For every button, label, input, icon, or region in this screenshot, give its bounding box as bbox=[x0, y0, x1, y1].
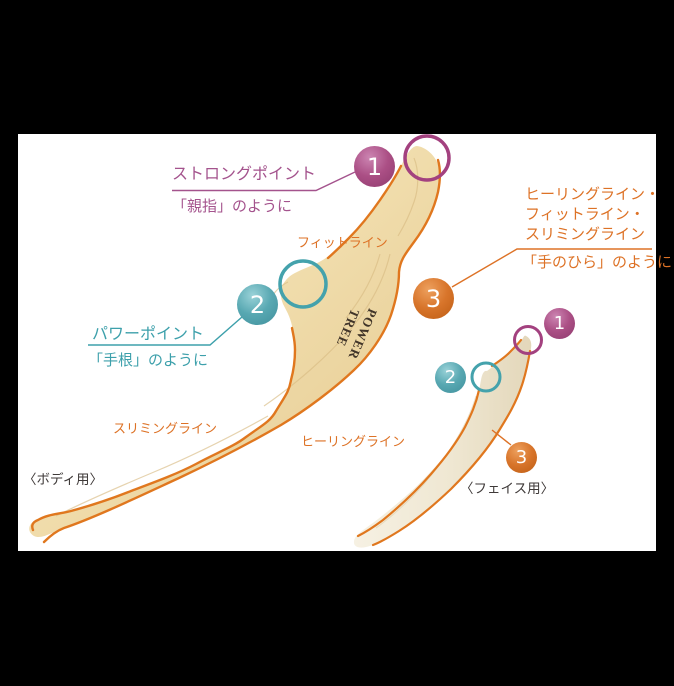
hand-lines-title-line1: ヒーリングライン・ bbox=[525, 185, 661, 203]
marker-3-body: 3 bbox=[413, 278, 454, 319]
strong-point-ring-face bbox=[513, 325, 543, 355]
wood-grain bbox=[375, 395, 477, 529]
marker-1-body: 1 bbox=[354, 146, 395, 187]
power-point-leader-line bbox=[88, 316, 243, 346]
hand-lines-title: ヒーリングライン・ フィットライン・ スリミングライン bbox=[525, 184, 660, 244]
strong-point-title: ストロングポイント bbox=[172, 164, 317, 183]
marker-1-number: 1 bbox=[366, 152, 383, 181]
marker-1-face: 1 bbox=[544, 308, 575, 339]
healing-line-label: ヒーリングライン bbox=[301, 435, 406, 450]
body-tool-caption: 〈ボディ用〉 bbox=[23, 472, 104, 488]
face-tool-caption: 〈フェイス用〉 bbox=[460, 481, 555, 497]
diagram-panel: POWER TREE 1 2 3 1 2 3 ストロングポイント 「親指」のよう… bbox=[18, 134, 672, 551]
power-point-ring-body bbox=[278, 259, 328, 309]
marker-3-number: 3 bbox=[425, 284, 442, 313]
fit-line-label: フィットライン bbox=[297, 236, 388, 251]
healing-line-stroke bbox=[42, 158, 442, 544]
face-tip-edge-stroke bbox=[490, 338, 523, 368]
strong-point-note: 「親指」のように bbox=[172, 197, 293, 215]
marker-2-number: 2 bbox=[249, 290, 266, 319]
face-tool-shape bbox=[353, 335, 532, 548]
marker-1-number: 1 bbox=[553, 313, 566, 334]
slimming-line-stroke bbox=[31, 326, 297, 532]
marker-2-body: 2 bbox=[237, 284, 278, 325]
wood-grain bbox=[55, 157, 419, 517]
marker-2-number: 2 bbox=[444, 367, 457, 388]
face-marker3-leader-line bbox=[491, 429, 512, 446]
face-right-edge-stroke bbox=[371, 349, 532, 547]
strong-point-ring-body bbox=[403, 134, 451, 182]
marker-3-face: 3 bbox=[506, 442, 537, 473]
power-point-note: 「手根」のように bbox=[88, 351, 209, 369]
fit-line-stroke bbox=[326, 164, 403, 260]
body-tool-shape bbox=[29, 146, 442, 544]
strong-point-leader-line bbox=[172, 171, 356, 192]
face-left-edge-stroke bbox=[356, 388, 481, 538]
marker-2-face: 2 bbox=[435, 362, 466, 393]
slimming-line-label: スリミングライン bbox=[113, 422, 218, 437]
hand-lines-leader-line bbox=[451, 248, 652, 288]
hand-lines-title-line2: フィットライン・ bbox=[525, 205, 645, 223]
tools-illustration bbox=[29, 134, 652, 548]
hand-lines-title-line3: スリミングライン bbox=[525, 225, 646, 243]
marker-3-number: 3 bbox=[515, 447, 528, 468]
power-point-title: パワーポイント bbox=[92, 324, 205, 343]
power-point-ring-face bbox=[470, 361, 502, 393]
hand-lines-note: 「手のひら」のように bbox=[522, 253, 673, 271]
